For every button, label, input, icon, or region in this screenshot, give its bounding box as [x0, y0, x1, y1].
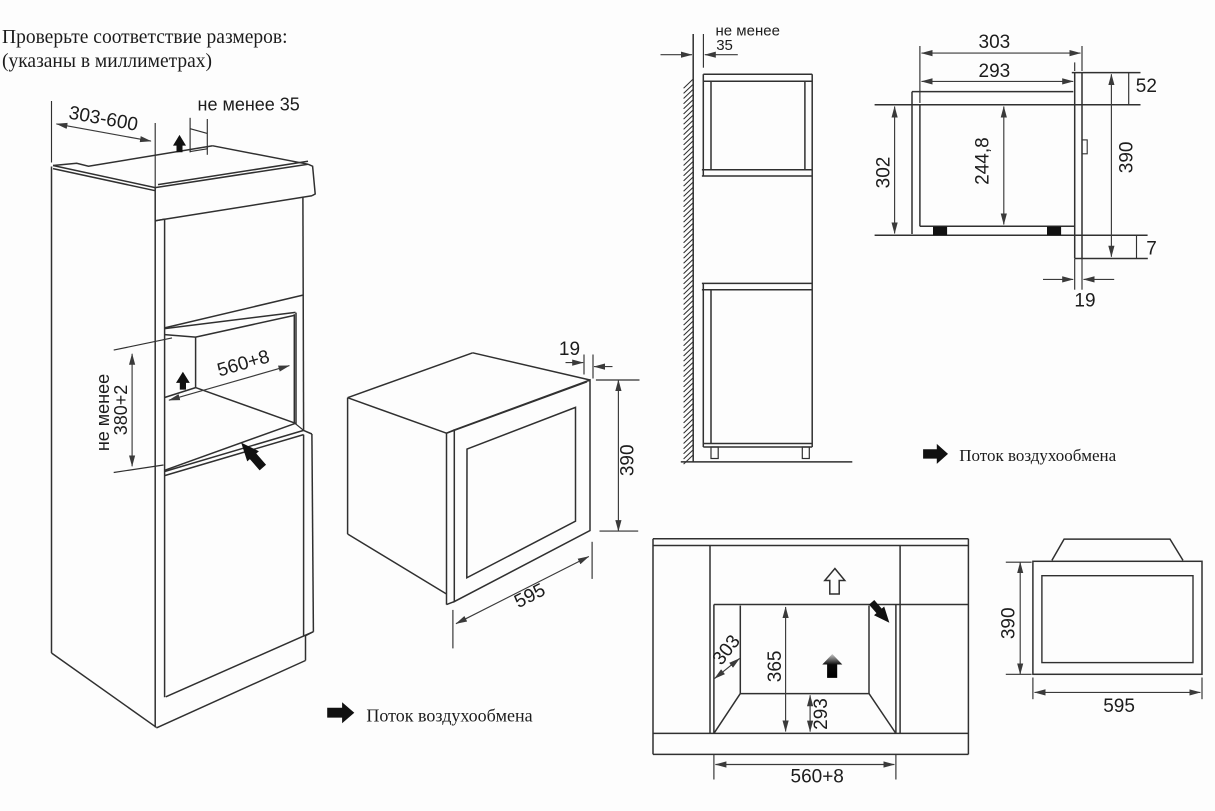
svg-text:(указаны в миллиметрах): (указаны в миллиметрах) — [2, 51, 212, 72]
svg-text:293: 293 — [811, 698, 832, 730]
svg-text:390: 390 — [1117, 142, 1138, 174]
svg-text:19: 19 — [559, 339, 580, 360]
svg-text:не менее: не менее — [93, 374, 113, 451]
svg-text:35: 35 — [716, 37, 733, 54]
svg-text:293: 293 — [979, 61, 1011, 82]
svg-text:595: 595 — [1103, 696, 1135, 717]
svg-text:не менее: не менее — [716, 22, 780, 39]
svg-text:302: 302 — [874, 157, 895, 189]
svg-text:365: 365 — [765, 651, 786, 683]
svg-text:303: 303 — [979, 32, 1011, 53]
svg-text:390: 390 — [618, 444, 639, 476]
svg-text:390: 390 — [999, 607, 1020, 639]
svg-text:7: 7 — [1146, 239, 1157, 260]
svg-text:560+8: 560+8 — [791, 766, 844, 787]
svg-text:Поток воздухообмена: Поток воздухообмена — [959, 446, 1116, 465]
svg-text:244,8: 244,8 — [973, 137, 994, 185]
svg-text:Поток воздухообмена: Поток воздухообмена — [366, 706, 532, 726]
svg-text:не менее 35: не менее 35 — [198, 95, 300, 115]
svg-text:52: 52 — [1136, 76, 1157, 97]
svg-text:380+2: 380+2 — [111, 385, 131, 436]
svg-text:Проверьте соответствие размеро: Проверьте соответствие размеров: — [2, 27, 288, 48]
svg-text:19: 19 — [1074, 291, 1095, 312]
